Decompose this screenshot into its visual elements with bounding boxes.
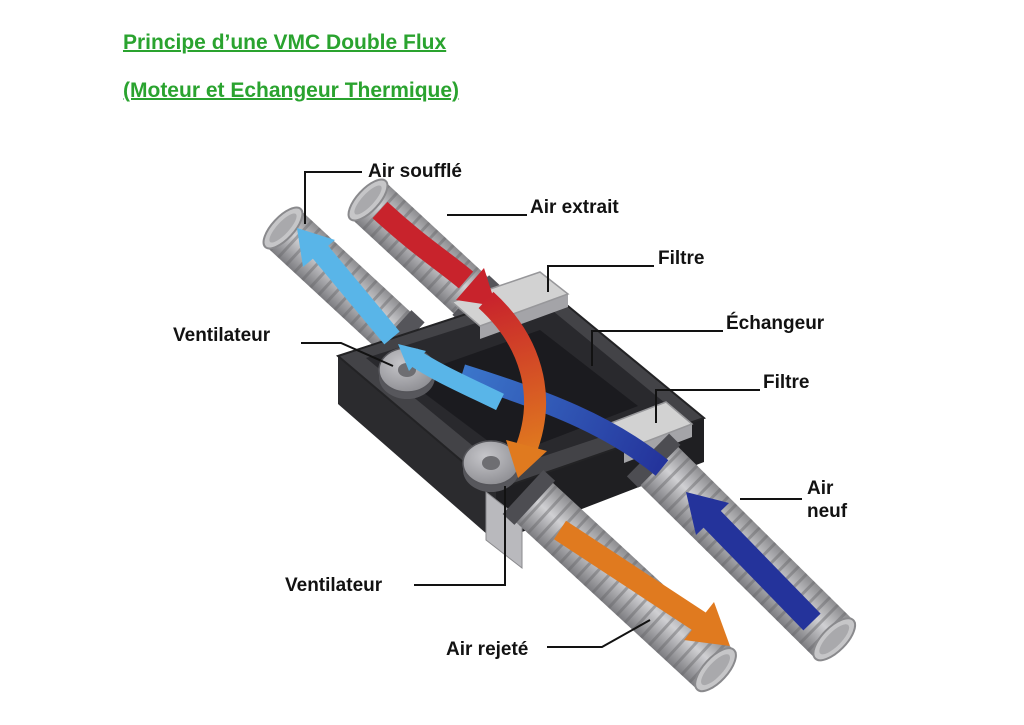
page-title-line1: Principe d’une VMC Double Flux: [123, 31, 447, 54]
label-air-neuf-line2: neuf: [807, 501, 848, 522]
leader-filtre-top: [547, 265, 654, 292]
leader-lines: [301, 171, 802, 648]
air-souffle-inner-arrowhead: [398, 344, 426, 371]
label-filtre-bottom: Filtre: [763, 372, 810, 393]
leader-air-rejete: [547, 619, 651, 648]
air-extrait-arrowhead: [456, 268, 496, 306]
air-rejete-duct-flow: [553, 520, 707, 632]
air-rejete-inner-arrowhead: [506, 440, 547, 478]
air-souffle-duct-flow: [309, 241, 400, 345]
label-filtre-top: Filtre: [658, 248, 705, 269]
air-rejete-arrowhead: [684, 602, 730, 646]
leader-air-souffle: [304, 171, 362, 224]
label-ventilateur-bottom: Ventilateur: [285, 575, 383, 596]
label-air-neuf-line1: Air: [807, 478, 834, 499]
label-air-souffle: Air soufflé: [368, 161, 462, 182]
page-title-line2: (Moteur et Echangeur Thermique): [123, 79, 460, 102]
leader-ventilateur-bottom: [414, 486, 506, 586]
air-neuf-inner-flow: [459, 364, 669, 476]
air-neuf-duct-flow: [699, 506, 821, 631]
label-echangeur: Échangeur: [726, 313, 825, 334]
fan-bottom: [462, 440, 520, 492]
air-souffle-arrowhead: [297, 228, 335, 267]
air-souffle-inner-flow: [406, 348, 504, 411]
leader-filtre-bottom: [655, 389, 760, 423]
label-ventilateur-top: Ventilateur: [173, 325, 271, 346]
air-extrait-duct-flow: [372, 201, 474, 289]
label-air-extrait: Air extrait: [530, 197, 619, 218]
leader-ventilateur-top: [301, 342, 394, 367]
leader-echangeur: [591, 330, 723, 366]
extrait-to-rejete-flow: [478, 291, 547, 457]
airflow-arrows: [297, 201, 821, 646]
air-neuf-arrowhead: [686, 492, 729, 535]
label-air-rejete: Air rejeté: [446, 639, 529, 660]
label-air-neuf: Air neuf: [807, 477, 847, 523]
